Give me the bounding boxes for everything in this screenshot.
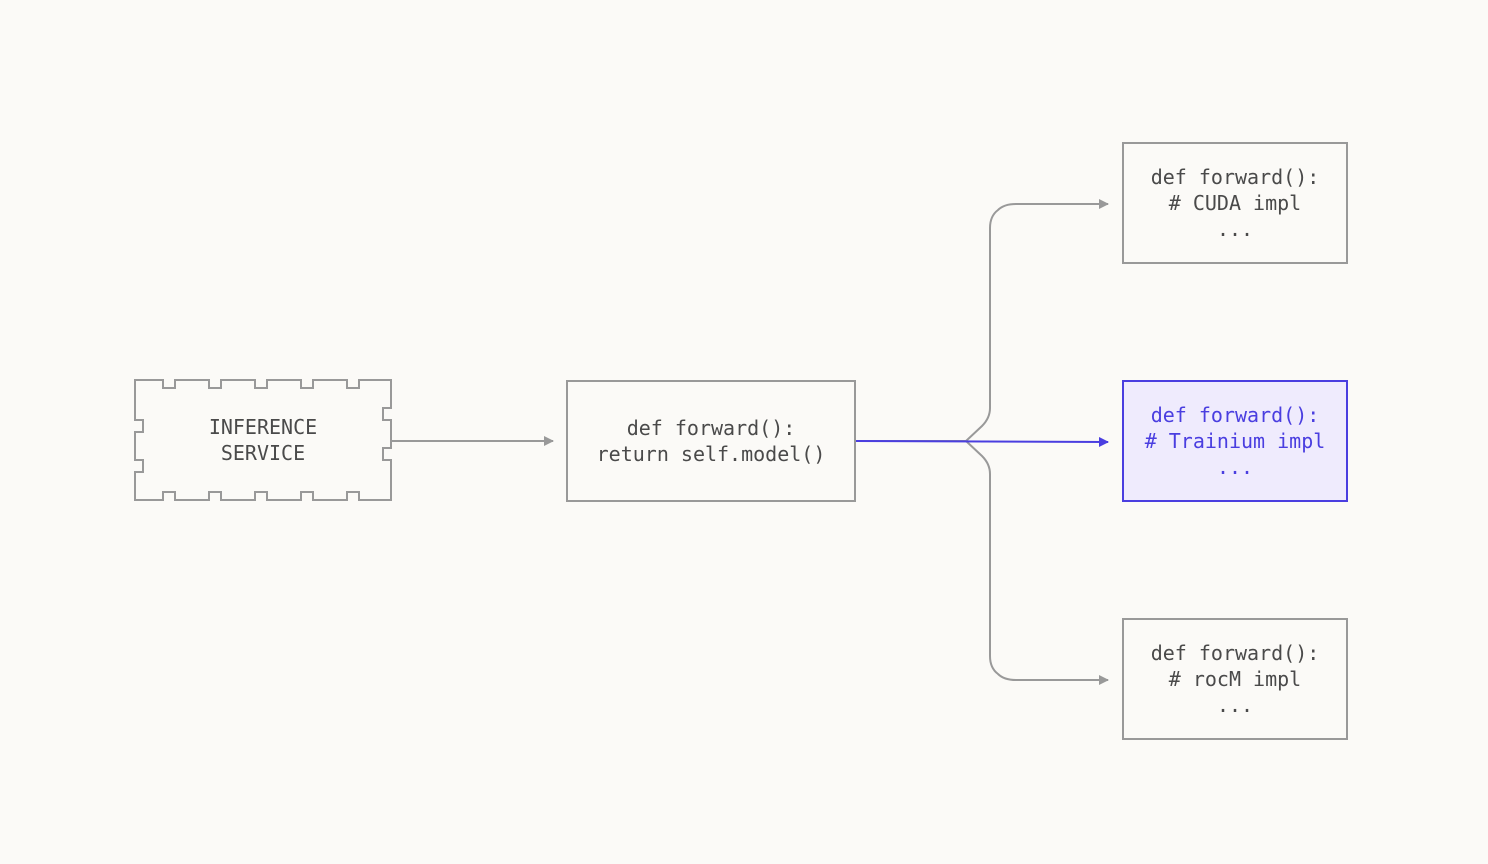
impl-trainium-code-line-2: # Trainium impl [1144,429,1326,453]
dispatcher-code-line-1: def forward(): [626,416,796,440]
inference-service-label-line-2: SERVICE [220,441,306,465]
impl-cuda-code-line-1: def forward(): [1150,165,1320,189]
impl-rocm-code-line-2: # rocM impl [1168,667,1302,691]
impl-node-cuda: def forward(): # CUDA impl ... [1122,142,1348,264]
impl-rocm-code-line-1: def forward(): [1150,641,1320,665]
dispatch-arrow-rocm [965,440,1109,685]
impl-node-rocm: def forward(): # rocM impl ... [1122,618,1348,740]
inference-service-label-line-1: INFERENCE [208,415,318,439]
impl-trainium-code-line-1: def forward(): [1150,403,1320,427]
dispatch-arrow-trainium [855,436,1109,447]
impl-trainium-code-line-3: ... [1216,455,1254,479]
inference-service-node: INFERENCE SERVICE [135,380,391,500]
impl-cuda-code-line-3: ... [1216,217,1254,241]
impl-rocm-code-line-3: ... [1216,693,1254,717]
impl-cuda-code-line-2: # CUDA impl [1168,191,1302,215]
impl-node-trainium: def forward(): # Trainium impl ... [1122,380,1348,502]
dispatcher-node: def forward(): return self.model() [566,380,856,502]
dispatcher-code-line-2: return self.model() [596,442,826,466]
inference-service-outline [134,379,392,501]
dispatch-arrow-cuda [856,199,1109,442]
